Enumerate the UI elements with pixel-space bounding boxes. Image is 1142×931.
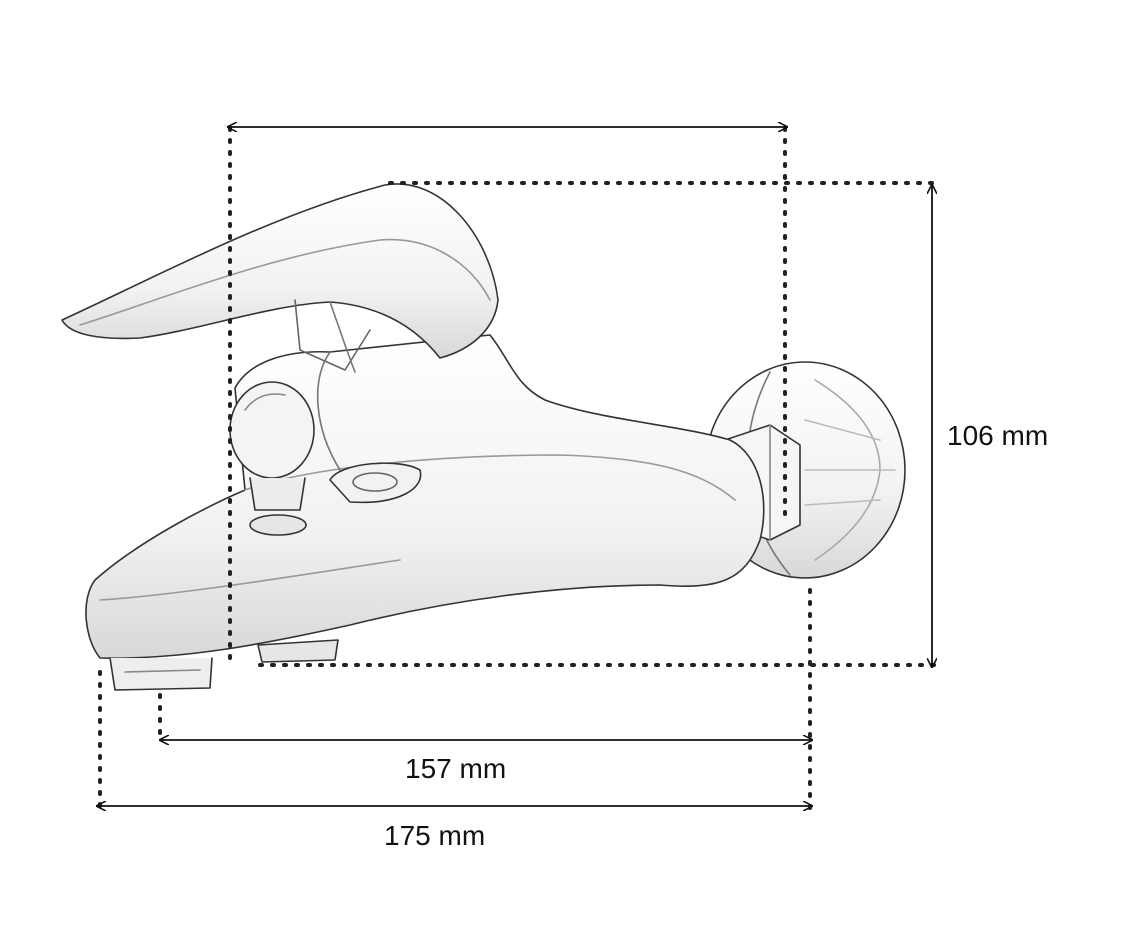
inner-width-dimension-label: 157 mm [405, 753, 507, 784]
height-dimension-label: 106 mm [947, 420, 1049, 451]
lever-handle [61, 183, 499, 373]
shower-outlet [257, 639, 339, 663]
extension-lines [98, 126, 937, 810]
outer-width-dimension-label: 175 mm [384, 820, 486, 851]
spout-outlet [109, 657, 213, 691]
faucet-sketch [61, 183, 906, 691]
dimension-arrows [97, 127, 932, 806]
faucet-body [85, 334, 765, 659]
temperature-badge [329, 462, 422, 504]
